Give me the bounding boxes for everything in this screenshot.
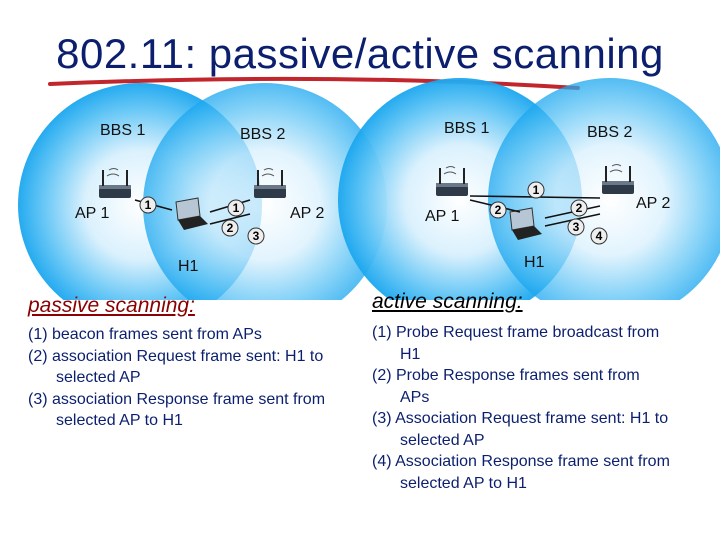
left-marker-2: [221, 219, 239, 237]
left-ap2-label: AP 2: [290, 205, 325, 222]
left-marker-1b-label: 1: [233, 201, 240, 215]
right-marker-3: [567, 218, 585, 236]
left-marker-1b: [227, 199, 245, 217]
active-heading: active scanning:: [372, 290, 523, 313]
right-marker-2a: [489, 201, 507, 219]
left-marker-1a: [139, 196, 157, 214]
right-marker-1-label: 1: [533, 183, 540, 197]
right-marker-4-label: 4: [596, 229, 603, 243]
active-step-4: (4) Association Response frame sent from…: [372, 453, 670, 492]
left-marker-2-label: 2: [227, 221, 234, 235]
right-ap1-label: AP 1: [425, 208, 460, 225]
right-bbs1-label: BBS 1: [444, 120, 490, 137]
right-marker-3-label: 3: [573, 220, 580, 234]
left-bbs1-label: BBS 1: [100, 122, 146, 139]
left-marker-1a-label: 1: [145, 198, 152, 212]
active-step-2: (2) Probe Response frames sent from APs: [372, 367, 640, 406]
right-marker-2b: [570, 199, 588, 217]
active-step-3: (3) Association Request frame sent: H1 t…: [372, 410, 669, 449]
left-ap1-label: AP 1: [75, 205, 110, 222]
right-marker-4: [590, 227, 608, 245]
active-steps: (1) Probe Request frame broadcast from H…: [372, 322, 672, 494]
left-h1-label: H1: [178, 258, 199, 275]
right-bbs2-label: BBS 2: [587, 124, 633, 141]
passive-step-1: (1) beacon frames sent from APs: [28, 326, 262, 343]
left-bbs2-label: BBS 2: [240, 126, 286, 143]
passive-step-2: (2) association Request frame sent: H1 t…: [28, 347, 324, 387]
right-h1-label: H1: [524, 254, 545, 271]
active-step-1: (1) Probe Request frame broadcast from H…: [372, 324, 660, 363]
step-markers: 1 1 2 3 1 2 2 3 4: [139, 181, 608, 245]
scanning-diagrams: [18, 78, 720, 300]
passive-heading: passive scanning:: [28, 294, 195, 317]
page-title: 802.11: passive/active scanning: [56, 30, 664, 77]
right-marker-2a-label: 2: [495, 203, 502, 217]
right-marker-1: [527, 181, 545, 199]
passive-step-3: (3) association Response frame sent from…: [28, 390, 326, 430]
left-marker-3: [247, 227, 265, 245]
left-marker-3-label: 3: [253, 229, 260, 243]
title-underline: [48, 76, 580, 90]
right-marker-2b-label: 2: [576, 201, 583, 215]
passive-steps: (1) beacon frames sent from APs (2) asso…: [28, 324, 328, 432]
right-ap2-label: AP 2: [636, 195, 671, 212]
